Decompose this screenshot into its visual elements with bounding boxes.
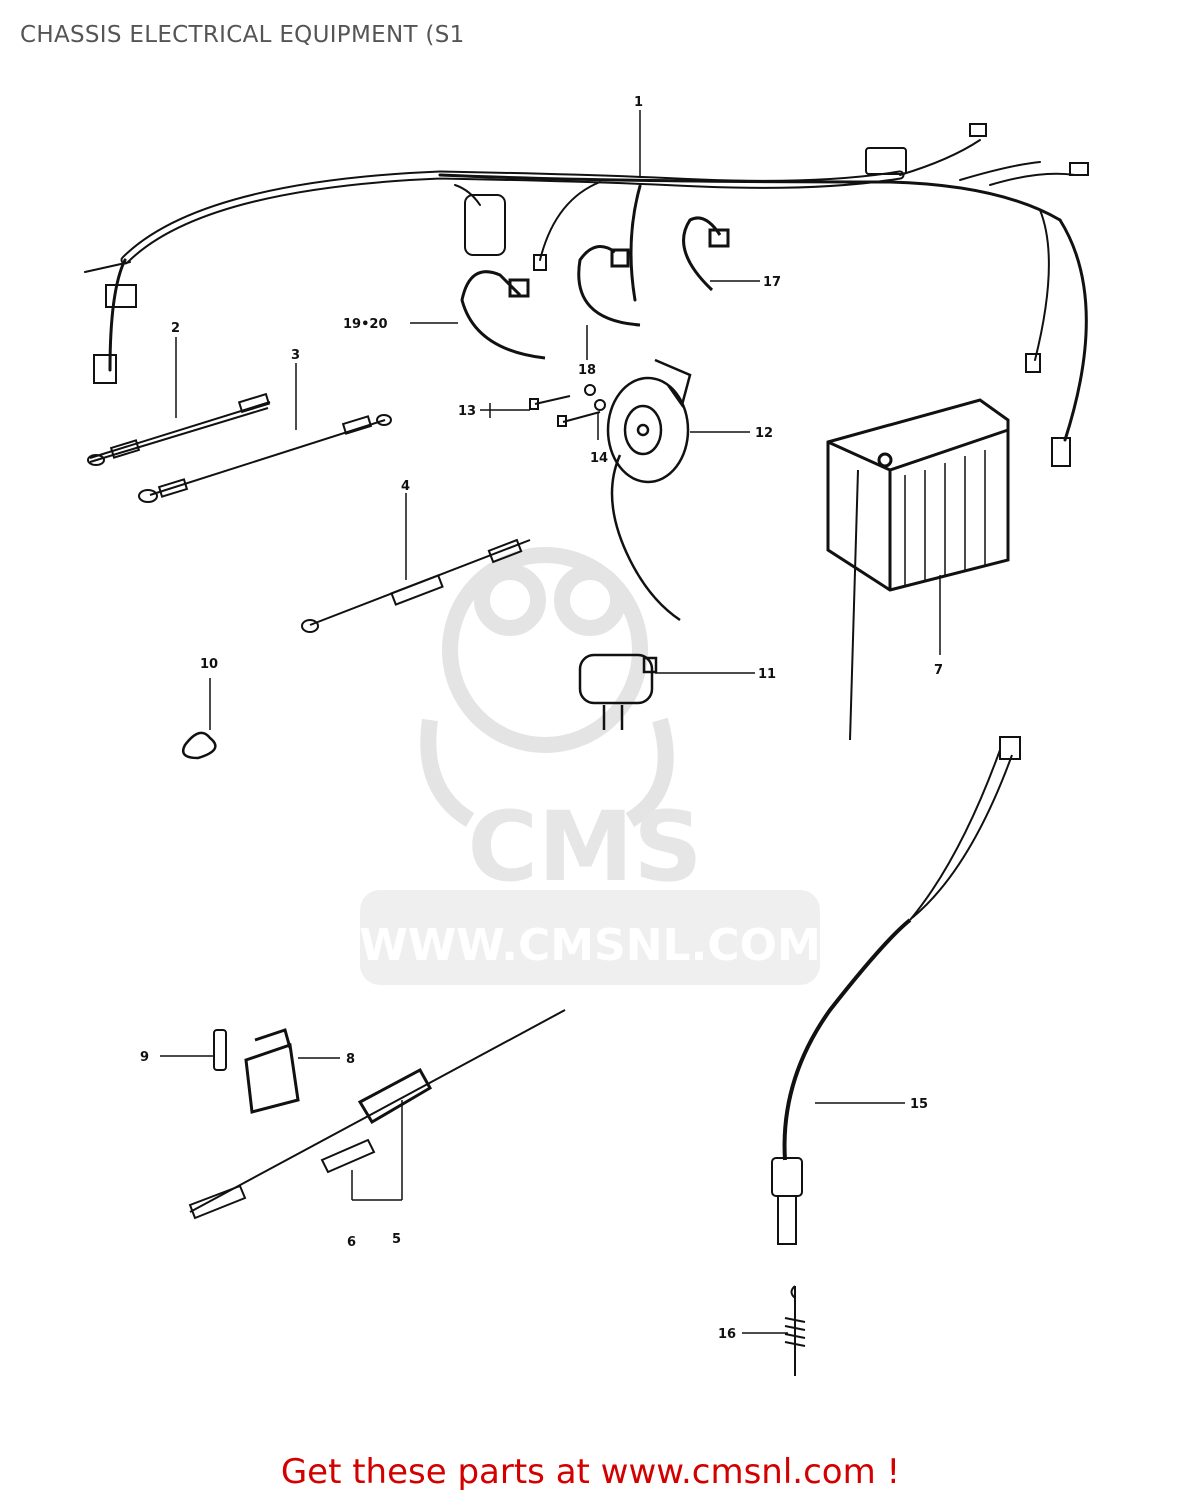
watermark-mascot-icon — [420, 547, 674, 827]
fuse-box-8-icon — [244, 1028, 300, 1114]
callout-15: 15 — [910, 1097, 928, 1112]
callout-18: 18 — [578, 363, 596, 378]
switch-15-icon — [771, 736, 1021, 1245]
horn-12-icon — [606, 358, 692, 622]
clamp-17-icon — [682, 216, 730, 292]
relay-11-icon — [578, 653, 658, 730]
watermark-logo: CMS — [467, 791, 702, 903]
washer-14-icon — [584, 384, 606, 411]
spring-16-icon — [784, 1285, 806, 1376]
wiring-harness — [84, 123, 1089, 467]
grommet-10-icon — [181, 731, 217, 760]
watermark: CMS WWW.CMSNL.COM — [359, 547, 821, 985]
callout-16: 16 — [718, 1327, 736, 1342]
callout-3: 3 — [291, 348, 300, 363]
fuse-9-icon — [213, 1029, 227, 1071]
callout-8: 8 — [346, 1052, 355, 1067]
callout-7: 7 — [934, 663, 943, 678]
callout-19-20: 19•20 — [343, 317, 388, 332]
callout-11: 11 — [758, 667, 776, 682]
callout-5: 5 — [392, 1232, 401, 1247]
page-title: CHASSIS ELECTRICAL EQUIPMENT (S1 — [20, 22, 465, 48]
cable-2-icon — [87, 392, 271, 466]
callout-14: 14 — [590, 451, 608, 466]
callout-2: 2 — [171, 321, 180, 336]
fuse-6-icon — [320, 1138, 376, 1174]
clamp-19-20-icon — [460, 270, 546, 360]
footer-parts-link[interactable]: Get these parts at www.cmsnl.com ! — [280, 1452, 901, 1492]
fuse-holder-5-icon — [188, 1009, 566, 1220]
callout-4: 4 — [401, 479, 410, 494]
callout-9: 9 — [140, 1050, 149, 1065]
watermark-banner — [360, 890, 820, 985]
bolt-13-icon — [529, 395, 601, 427]
callout-17: 17 — [763, 275, 781, 290]
cable-4-icon — [301, 538, 531, 633]
callout-12: 12 — [755, 426, 773, 441]
callout-6: 6 — [347, 1235, 356, 1250]
clamp-18-icon — [577, 245, 641, 327]
battery-7-icon — [826, 398, 1010, 741]
watermark-url: WWW.CMSNL.COM — [359, 920, 821, 971]
callout-1: 1 — [634, 95, 643, 110]
cable-3-icon — [138, 414, 392, 503]
callout-10: 10 — [200, 657, 218, 672]
leader-lines — [160, 110, 941, 1334]
callout-13: 13 — [458, 404, 476, 419]
